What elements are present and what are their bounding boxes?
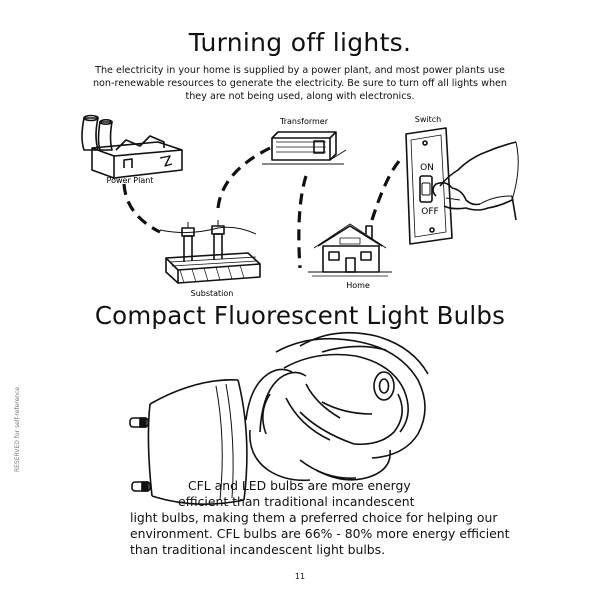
intro-paragraph: The electricity in your home is supplied… [92, 65, 508, 102]
page-title: Turning off lights. [188, 28, 412, 57]
power-line-dashed [216, 146, 271, 209]
cfl-line: environment. CFL bulbs are 66% - 80% mor… [130, 526, 510, 541]
switch-off-label: OFF [421, 207, 438, 217]
home-icon [308, 223, 392, 277]
label-transformer: Transformer [279, 117, 329, 126]
cfl-paragraph: CFL and LED bulbs are more energy effici… [130, 478, 540, 558]
label-substation: Substation [191, 289, 234, 298]
power-plant-icon [81, 114, 183, 179]
power-line-dashed [122, 183, 161, 234]
power-line-dashed [370, 158, 402, 221]
switch-on-label: ON [420, 163, 434, 173]
section-title: Compact Fluorescent Light Bulbs [94, 301, 506, 330]
substation-icon [159, 220, 261, 284]
light-switch-icon [405, 127, 453, 245]
transformer-icon [262, 131, 347, 165]
side-note: RESERVED for self-reference [14, 386, 21, 472]
page-number: 11 [294, 572, 306, 581]
power-line-dashed [297, 175, 308, 269]
label-power-plant: Power Plant [107, 176, 154, 185]
cfl-bulb-icon [129, 331, 429, 505]
cfl-line: than traditional incandescent light bulb… [130, 542, 386, 557]
cfl-line: light bulbs, making them a preferred cho… [130, 510, 498, 525]
label-switch: Switch [415, 115, 441, 124]
cfl-line: CFL and LED bulbs are more energy [188, 478, 411, 493]
cfl-line: efficient than traditional incandescent [178, 494, 415, 509]
hand-icon [432, 141, 519, 221]
label-home: Home [346, 281, 370, 290]
